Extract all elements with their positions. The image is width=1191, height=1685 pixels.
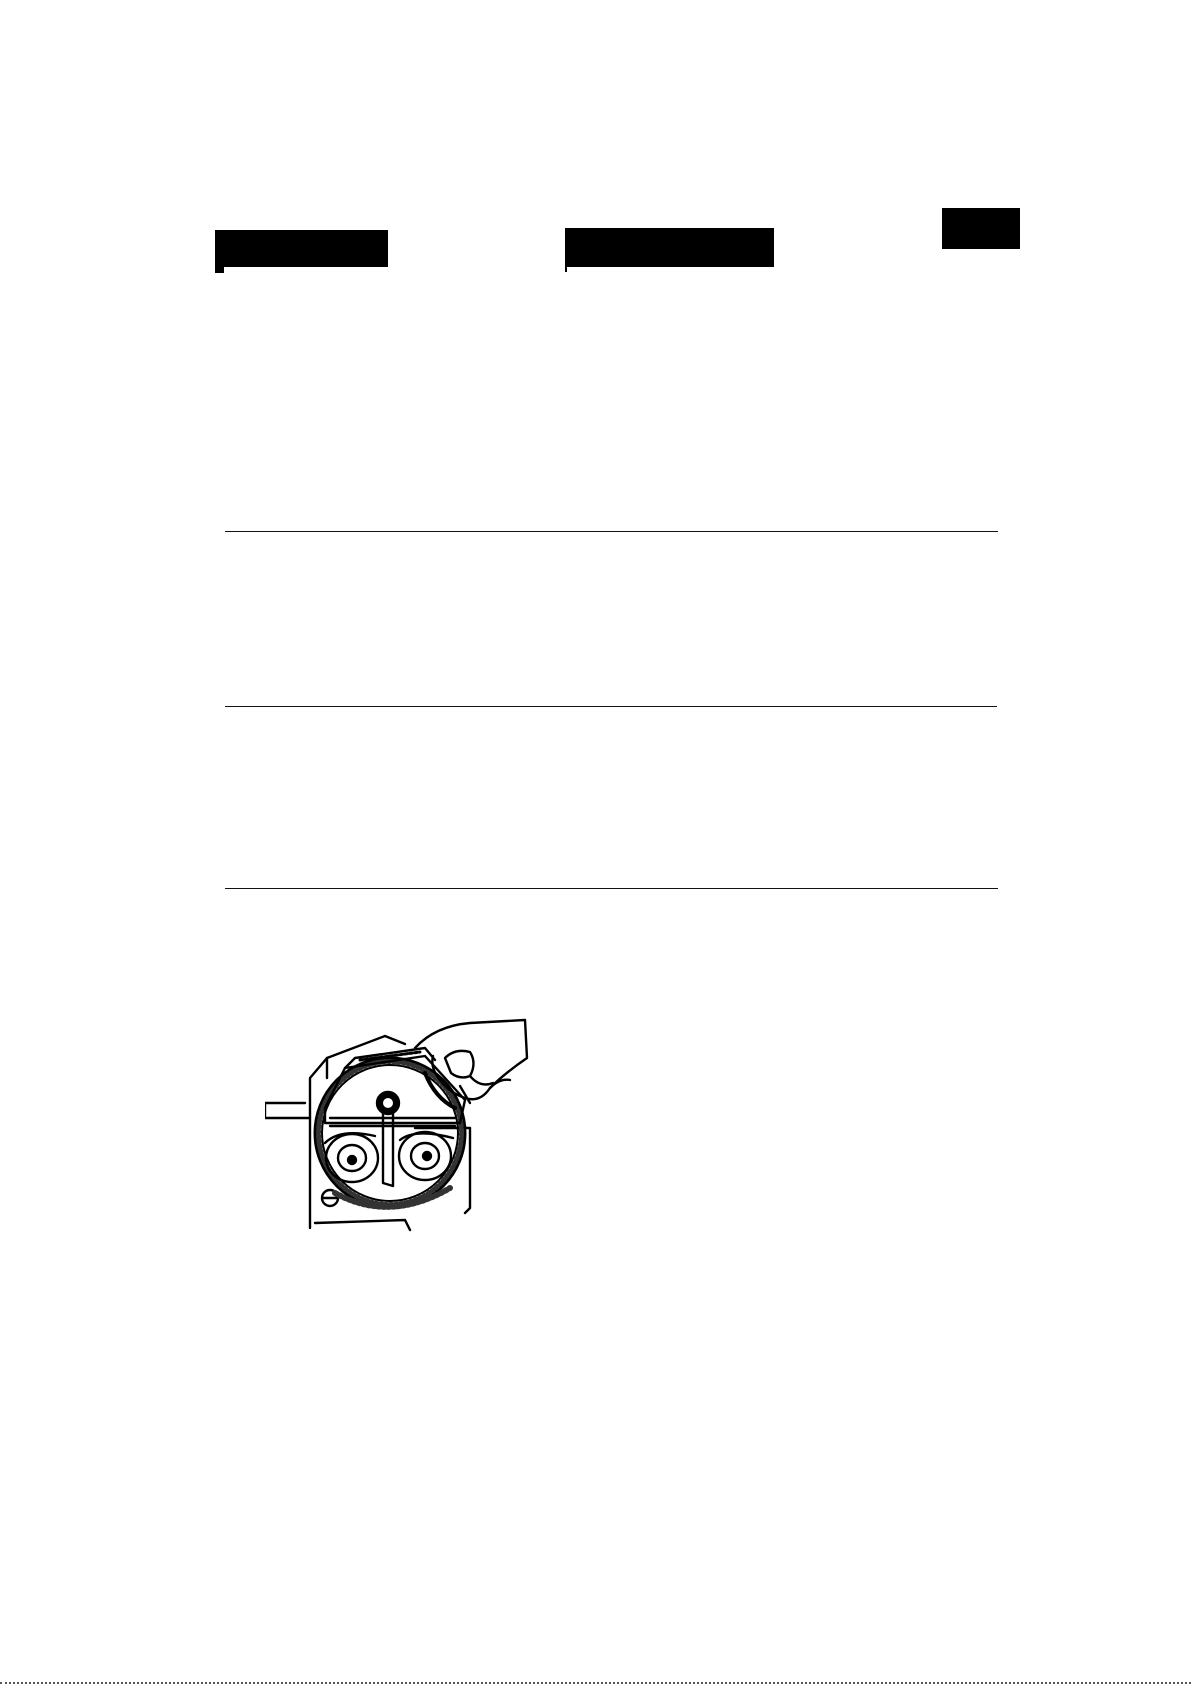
header-bar-center: [565, 228, 774, 267]
page-tab: [942, 208, 1020, 249]
section-divider: [225, 531, 998, 532]
section-divider: [225, 706, 997, 707]
hand-icon: [413, 1018, 529, 1101]
header-bar-left: [215, 230, 388, 267]
head-drum-cleaning-illustration: [265, 1018, 529, 1232]
section-divider: [225, 888, 998, 889]
header-bar-left-tick: [215, 262, 224, 273]
header-bar-center-tick: [565, 262, 567, 272]
page-bottom-edge: [0, 1682, 1191, 1684]
reel-right-icon: [397, 1130, 453, 1182]
